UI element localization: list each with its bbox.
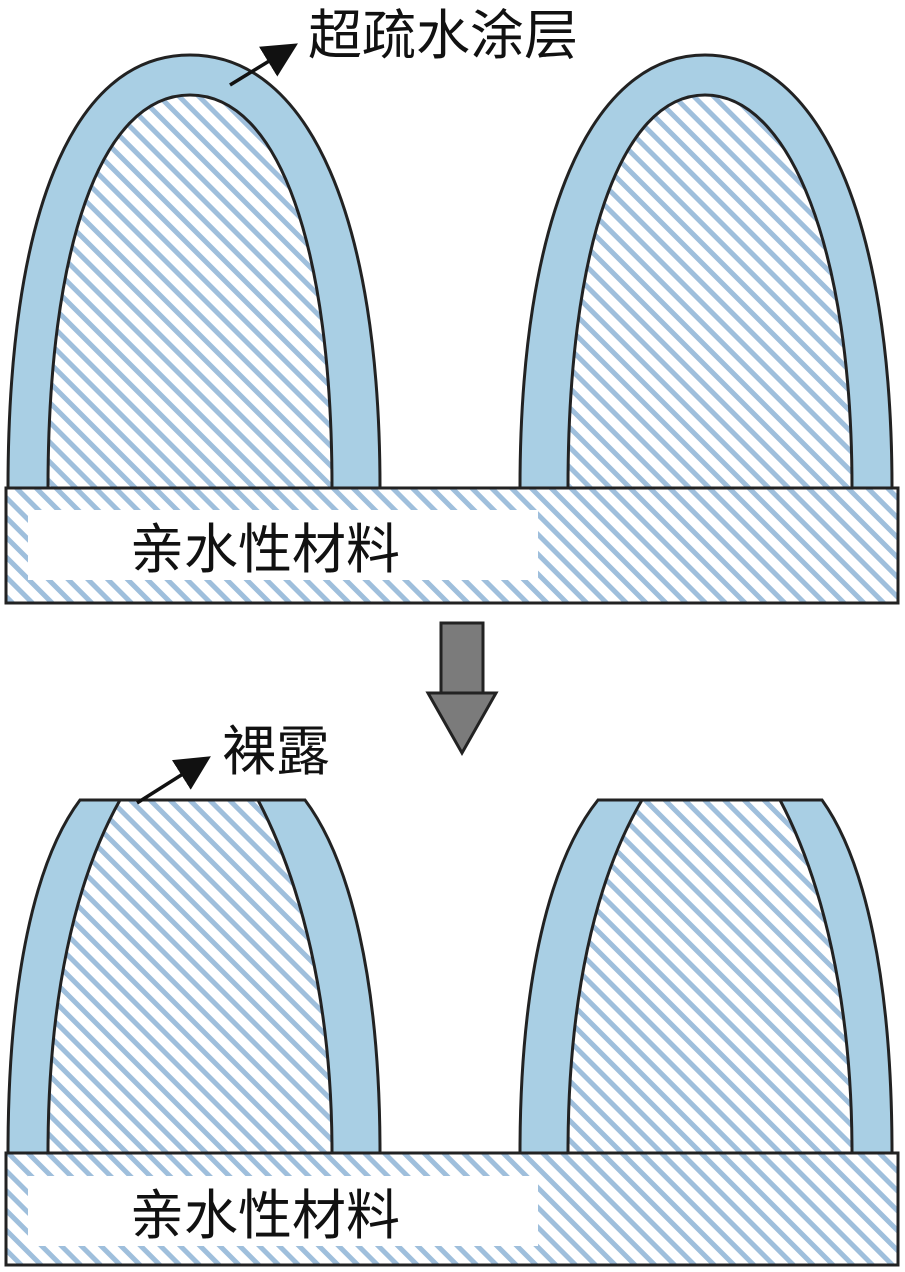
coating-pointer-arrow (229, 43, 298, 87)
bottom-right-exposed-core (566, 798, 854, 1155)
top-diagram: 超疏水涂层 亲水性材料 (4, 4, 900, 605)
process-arrow (425, 621, 499, 757)
bottom-diagram: 裸露 亲水性材料 (4, 720, 900, 1267)
top-right-substrate-core (566, 93, 854, 490)
bottom-substrate-base (4, 1151, 900, 1267)
bottom-material-label: 亲水性材料 (130, 1184, 400, 1247)
process-arrow-shaft (439, 621, 485, 695)
top-material-label: 亲水性材料 (130, 518, 400, 581)
bottom-label-box (28, 1176, 538, 1246)
top-substrate-base (4, 486, 900, 605)
top-left-substrate-core (46, 93, 334, 490)
bottom-left-bump (6, 798, 382, 1155)
process-arrow-head (425, 691, 499, 757)
top-right-bump (518, 53, 894, 490)
coating-label: 超疏水涂层 (308, 4, 578, 67)
bottom-right-bump (518, 798, 894, 1155)
exposed-pointer-arrow (136, 756, 211, 805)
top-left-bump (6, 53, 382, 490)
bottom-left-exposed-core (46, 798, 334, 1155)
top-label-box (28, 510, 538, 580)
exposed-label: 裸露 (222, 720, 330, 783)
